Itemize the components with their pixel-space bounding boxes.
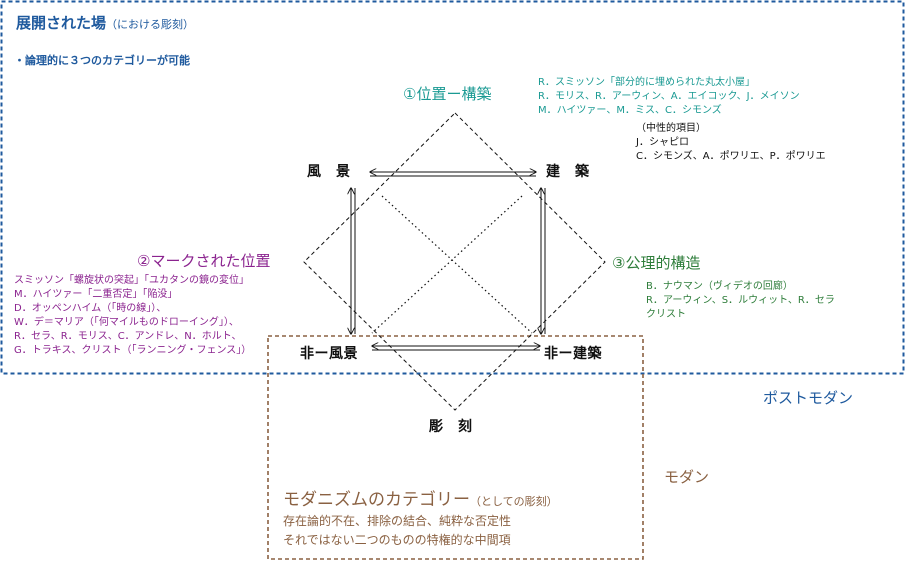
artist-line: M．ハイツァー「二重否定」「陥没」	[14, 289, 178, 300]
outer-diamond	[303, 112, 606, 411]
diagonal-line-1	[381, 195, 533, 334]
node-architecture: 建 築	[546, 164, 590, 180]
postmodern-bullet: ・論理的に３つのカテゴリーが可能	[14, 54, 190, 67]
modern-frame	[267, 335, 644, 560]
neutral-line: C．シモンズ、A．ポワリエ、P．ポワリエ	[636, 151, 826, 162]
artist-line: R．モリス、R．アーウィン、A．エイコック、J．メイソン	[538, 91, 800, 102]
node-not-landscape: 非ー風景	[300, 346, 358, 362]
postmodern-title-suffix: （における彫刻）	[106, 18, 195, 31]
node-landscape: 風 景	[307, 164, 351, 180]
modern-label: モダン	[664, 468, 710, 486]
modern-title-suffix: （としての彫刻）	[470, 495, 558, 508]
neutral-heading: （中性的項目）	[636, 123, 706, 134]
node-not-architecture: 非ー建築	[544, 346, 602, 362]
region-site-construction-artists: R．スミッソン「部分的に埋められた丸太小屋」 R．モリス、R．アーウィン、A．エ…	[538, 76, 800, 118]
region-site-construction-label: ①位置ー構築	[403, 85, 492, 103]
artist-line: G．トラキス、クリスト（「ランニング・フェンス」）	[14, 345, 252, 356]
modern-line: 存在論的不在、排除の結合、純粋な否定性	[283, 514, 512, 528]
postmodern-frame	[0, 0, 905, 375]
artist-line: スミッソン「螺旋状の突起」「ユカタンの鏡の変位」	[14, 275, 249, 286]
region-axiomatic-label: ③公理的構造	[612, 254, 701, 272]
modern-title-main: モダニズムのカテゴリー	[283, 490, 470, 510]
neutral-items: （中性的項目） J．シャピロ C．シモンズ、A．ポワリエ、P．ポワリエ	[636, 122, 826, 164]
modern-description: 存在論的不在、排除の結合、純粋な否定性 それではない二つのものの特権的な中間項	[283, 512, 511, 550]
region-marked-site-label: ②マークされた位置	[137, 252, 271, 270]
postmodern-title-main: 展開された場	[16, 14, 107, 32]
modern-line: それではない二つのものの特権的な中間項	[283, 533, 511, 547]
artist-line: D．オッペンハイム（「時の線」）、	[14, 303, 167, 314]
region-marked-site-artists: スミッソン「螺旋状の突起」「ユカタンの鏡の変位」 M．ハイツァー「二重否定」「陥…	[14, 274, 251, 358]
diagonal-line-2	[371, 195, 523, 334]
artist-line: R．スミッソン「部分的に埋められた丸太小屋」	[538, 77, 755, 88]
artist-line: B．ナウマン（ヴィデオの回廊）	[646, 281, 793, 292]
artist-line: R．アーウィン、S．ルウィット、R．セラ	[646, 295, 835, 306]
postmodern-label: ポストモダン	[763, 389, 854, 407]
postmodern-title: 展開された場（における彫刻）	[16, 12, 194, 33]
region-axiomatic-artists: B．ナウマン（ヴィデオの回廊） R．アーウィン、S．ルウィット、R．セラ クリス…	[646, 280, 835, 322]
neutral-line: J．シャピロ	[636, 137, 689, 148]
artist-line: R．セラ、R．モリス、C．アンドレ、N．ホルト、	[14, 331, 242, 342]
node-sculpture: 彫 刻	[429, 419, 473, 435]
modern-title: モダニズムのカテゴリー（としての彫刻）	[283, 485, 558, 510]
artist-line: W．デ＝マリア（「何マイルものドローイング」）、	[14, 317, 239, 328]
artist-line: クリスト	[646, 309, 686, 320]
artist-line: M．ハイツァー、M．ミス、C．シモンズ	[538, 105, 722, 116]
